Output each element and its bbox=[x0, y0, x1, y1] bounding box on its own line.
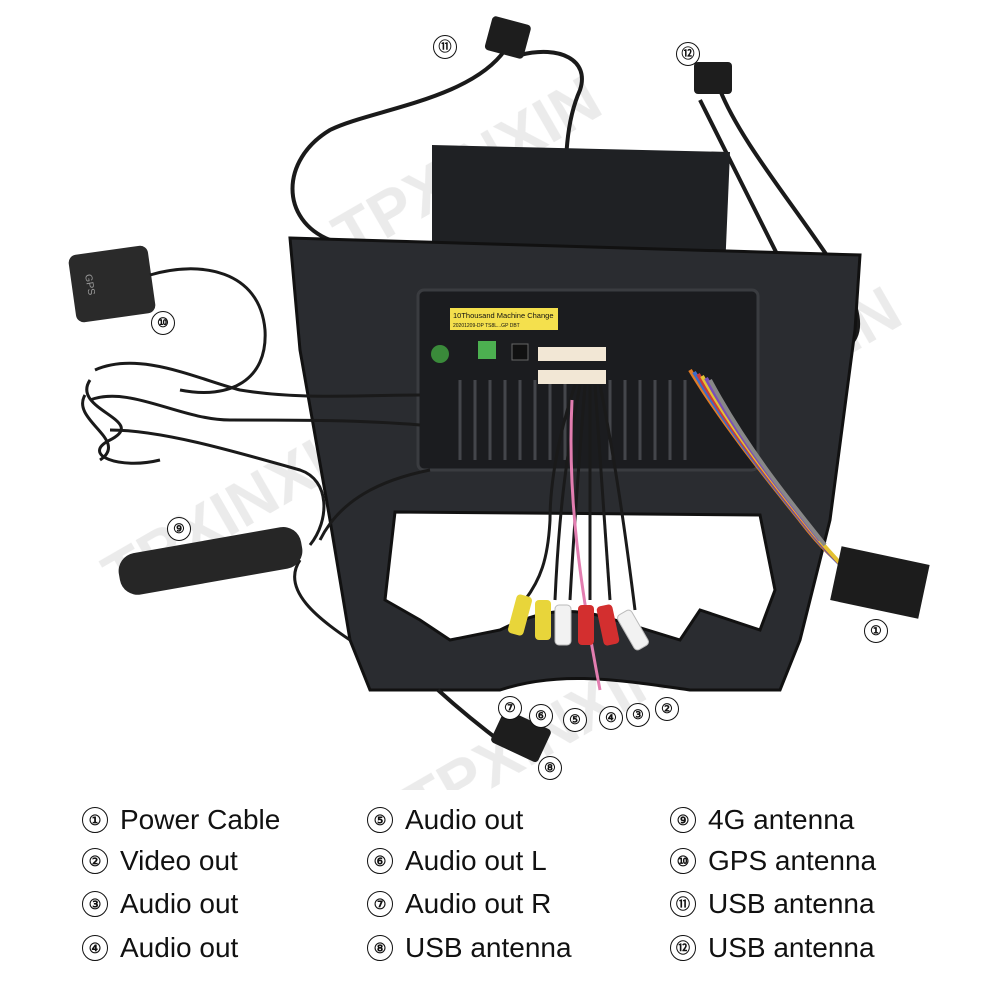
legend-label: 4G antenna bbox=[708, 804, 855, 835]
usb-plug-8 bbox=[491, 710, 551, 762]
product-photo: TPXINXIN TPXINXIN TPXINXIN TPXINXIN 10Th… bbox=[68, 16, 930, 790]
legend-number: ② bbox=[82, 848, 108, 874]
callout-6: ⑥ bbox=[529, 704, 553, 728]
gps-antenna-label: GPS bbox=[82, 273, 97, 296]
legend-item-4: ④ Audio out bbox=[82, 928, 238, 968]
power-connector bbox=[830, 546, 930, 619]
legend-number: ⑥ bbox=[367, 848, 393, 874]
legend-label: Video out bbox=[120, 845, 238, 876]
callout-2: ② bbox=[655, 697, 679, 721]
legend-label: USB antenna bbox=[405, 932, 572, 963]
antenna-cables bbox=[81, 267, 431, 642]
green-tag bbox=[478, 341, 496, 359]
screen-panel bbox=[432, 145, 730, 270]
legend-item-11: ⑪ USB antenna bbox=[670, 884, 875, 924]
legend-item-1: ① Power Cable bbox=[82, 800, 280, 840]
legend-item-10: ⑩ GPS antenna bbox=[670, 841, 876, 881]
legend-label: Audio out bbox=[120, 932, 239, 963]
optical-port bbox=[511, 343, 529, 361]
callout-8: ⑧ bbox=[538, 756, 562, 780]
sticker-line1: 10Thousand Machine Change bbox=[453, 311, 554, 320]
legend-item-3: ③ Audio out bbox=[82, 884, 238, 924]
legend-number: ① bbox=[82, 807, 108, 833]
legend-number: ⑪ bbox=[670, 891, 696, 917]
legend-label: USB antenna bbox=[708, 888, 875, 919]
callout-11: ⑪ bbox=[433, 35, 457, 59]
legend-item-7: ⑦ Audio out R bbox=[367, 884, 551, 924]
legend-label: GPS antenna bbox=[708, 845, 877, 876]
legend-number: ⑫ bbox=[670, 935, 696, 961]
legend-label: Audio out L bbox=[405, 845, 547, 876]
yellow-sticker: 10Thousand Machine Change 20201209-DP TS… bbox=[450, 308, 558, 330]
legend-number: ⑨ bbox=[670, 807, 696, 833]
callout-10: ⑩ bbox=[151, 311, 175, 335]
gps-antenna: GPS bbox=[68, 245, 156, 323]
legend-item-12: ⑫ USB antenna bbox=[670, 928, 875, 968]
legend-number: ⑧ bbox=[367, 935, 393, 961]
callout-9: ⑨ bbox=[167, 517, 191, 541]
legend-item-8: ⑧ USB antenna bbox=[367, 928, 572, 968]
callout-7: ⑦ bbox=[498, 696, 522, 720]
legend-number: ③ bbox=[82, 891, 108, 917]
legend-number: ⑤ bbox=[367, 807, 393, 833]
green-connector bbox=[431, 345, 449, 363]
usb-plug-12 bbox=[694, 62, 732, 94]
legend-item-9: ⑨ 4G antenna bbox=[670, 800, 854, 840]
callout-4: ④ bbox=[599, 706, 623, 730]
legend-label: Audio out bbox=[405, 804, 524, 835]
legend-label: Audio out bbox=[120, 888, 239, 919]
legend-label: Power Cable bbox=[120, 804, 281, 835]
legend-item-6: ⑥ Audio out L bbox=[367, 841, 547, 881]
legend-item-5: ⑤ Audio out bbox=[367, 800, 523, 840]
legend-number: ⑦ bbox=[367, 891, 393, 917]
legend-label: Audio out R bbox=[405, 888, 552, 919]
rca-plugs bbox=[507, 594, 649, 651]
usb-plug-11 bbox=[484, 16, 531, 59]
legend-item-2: ② Video out bbox=[82, 841, 238, 881]
legend: ① Power Cable ② Video out ③ Audio out ④ … bbox=[0, 795, 1000, 995]
callout-5: ⑤ bbox=[563, 708, 587, 732]
callout-12: ⑫ bbox=[676, 42, 700, 66]
rca-cables bbox=[523, 384, 637, 611]
callout-1: ① bbox=[864, 619, 888, 643]
legend-number: ④ bbox=[82, 935, 108, 961]
4g-antenna bbox=[118, 527, 303, 595]
heat-sink bbox=[458, 380, 687, 460]
white-plug-a bbox=[538, 347, 606, 361]
legend-label: USB antenna bbox=[708, 932, 875, 963]
legend-number: ⑩ bbox=[670, 848, 696, 874]
white-plug-b bbox=[538, 370, 606, 384]
callout-3: ③ bbox=[626, 703, 650, 727]
sticker-line2: 20201209-DP TS8L...GP DBT bbox=[453, 323, 520, 329]
